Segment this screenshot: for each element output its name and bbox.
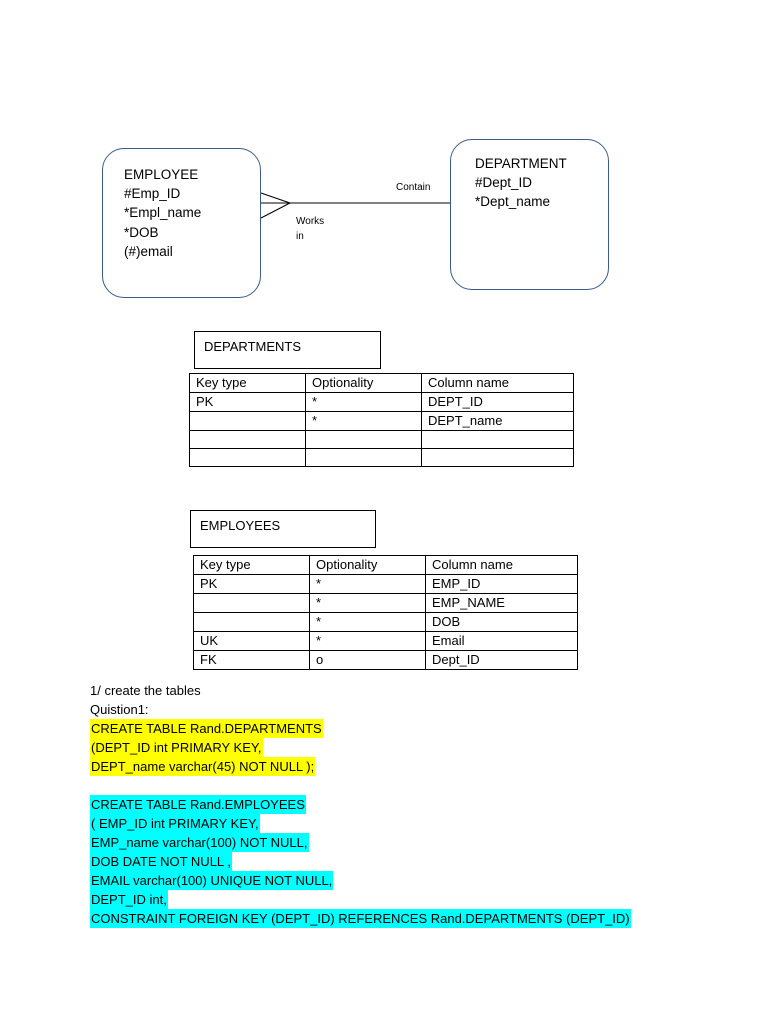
table-row: PK * EMP_ID <box>193 574 578 594</box>
header-key-type: Key type <box>193 555 310 575</box>
employee-attr-dob: *DOB <box>124 224 159 240</box>
department-entity-name: DEPARTMENT <box>475 156 567 171</box>
header-optionality: Optionality <box>309 555 426 575</box>
cell-key-type <box>189 411 306 431</box>
in-label: in <box>296 231 304 242</box>
sql-line: (DEPT_ID int PRIMARY KEY, <box>90 738 263 757</box>
departments-table: Key type Optionality Column name PK * DE… <box>189 373 574 467</box>
table-row <box>189 448 574 467</box>
sql-line: CONSTRAINT FOREIGN KEY (DEPT_ID) REFEREN… <box>90 909 631 928</box>
cell-optionality <box>305 430 422 449</box>
sql-employees-block: CREATE TABLE Rand.EMPLOYEES ( EMP_ID int… <box>90 795 631 928</box>
cell-optionality: * <box>309 631 426 651</box>
table-row: * DOB <box>193 612 578 632</box>
employee-attr-emp-id: #Emp_ID <box>124 186 181 202</box>
header-key-type: Key type <box>189 373 306 393</box>
cell-key-type <box>193 593 310 613</box>
table-header-row: Key type Optionality Column name <box>189 373 574 393</box>
employee-entity: EMPLOYEE #Emp_ID *Empl_name *DOB (#)emai… <box>102 148 261 298</box>
cell-key-type: FK <box>193 650 310 670</box>
cell-column-name: Email <box>425 631 578 651</box>
department-attr-dept-id: #Dept_ID <box>475 175 533 191</box>
cell-column-name: EMP_NAME <box>425 593 578 613</box>
employees-title: EMPLOYEES <box>190 510 376 548</box>
cell-key-type <box>193 612 310 632</box>
cell-column-name <box>421 448 574 467</box>
contain-label: Contain <box>396 182 431 193</box>
relationship-lines <box>260 192 450 219</box>
table-row: * EMP_NAME <box>193 593 578 613</box>
sql-departments-block: CREATE TABLE Rand.DEPARTMENTS (DEPT_ID i… <box>90 719 323 776</box>
table-row: UK * Email <box>193 631 578 651</box>
cell-column-name: DOB <box>425 612 578 632</box>
sql-line: CREATE TABLE Rand.DEPARTMENTS <box>90 719 323 738</box>
cell-column-name: DEPT_ID <box>421 392 574 412</box>
sql-line: DEPT_ID int, <box>90 890 168 909</box>
header-column-name: Column name <box>425 555 578 575</box>
cell-optionality <box>305 448 422 467</box>
sql-line: DOB DATE NOT NULL , <box>90 852 232 871</box>
department-entity: DEPARTMENT #Dept_ID *Dept_name <box>450 139 609 290</box>
note-question: Quistion1: <box>90 702 149 717</box>
cell-key-type <box>189 448 306 467</box>
note-create-tables: 1/ create the tables <box>90 683 201 698</box>
crows-foot-bottom <box>260 202 291 219</box>
table-header-row: Key type Optionality Column name <box>193 555 578 575</box>
header-column-name: Column name <box>421 373 574 393</box>
works-label: Works <box>296 216 325 227</box>
notes-block: 1/ create the tables Quistion1: <box>90 681 201 719</box>
cell-key-type: PK <box>193 574 310 594</box>
employees-table: Key type Optionality Column name PK * EM… <box>193 555 578 670</box>
cell-column-name: EMP_ID <box>425 574 578 594</box>
employee-attr-empl-name: *Empl_name <box>124 205 202 221</box>
cell-column-name <box>421 430 574 449</box>
sql-line: ( EMP_ID int PRIMARY KEY, <box>90 814 260 833</box>
employee-attr-email: (#)email <box>124 243 173 259</box>
cell-optionality: * <box>309 593 426 613</box>
cell-column-name: Dept_ID <box>425 650 578 670</box>
cell-optionality: * <box>309 574 426 594</box>
department-attr-dept-name: *Dept_name <box>475 194 551 210</box>
sql-line: CREATE TABLE Rand.EMPLOYEES <box>90 795 306 814</box>
crows-foot-top <box>260 192 291 204</box>
cell-key-type: UK <box>193 631 310 651</box>
employee-entity-name: EMPLOYEE <box>124 167 199 182</box>
sql-line: EMP_name varchar(100) NOT NULL, <box>90 833 309 852</box>
sql-line: EMAIL varchar(100) UNIQUE NOT NULL, <box>90 871 334 890</box>
cell-optionality: * <box>305 392 422 412</box>
cell-key-type: PK <box>189 392 306 412</box>
cell-optionality: o <box>309 650 426 670</box>
table-row: PK * DEPT_ID <box>189 392 574 412</box>
cell-optionality: * <box>309 612 426 632</box>
departments-title: DEPARTMENTS <box>194 331 381 369</box>
cell-optionality: * <box>305 411 422 431</box>
header-optionality: Optionality <box>305 373 422 393</box>
table-row: FK o Dept_ID <box>193 650 578 670</box>
cell-key-type <box>189 430 306 449</box>
table-row <box>189 430 574 449</box>
cell-column-name: DEPT_name <box>421 411 574 431</box>
sql-line: DEPT_name varchar(45) NOT NULL ); <box>90 757 316 776</box>
table-row: * DEPT_name <box>189 411 574 431</box>
